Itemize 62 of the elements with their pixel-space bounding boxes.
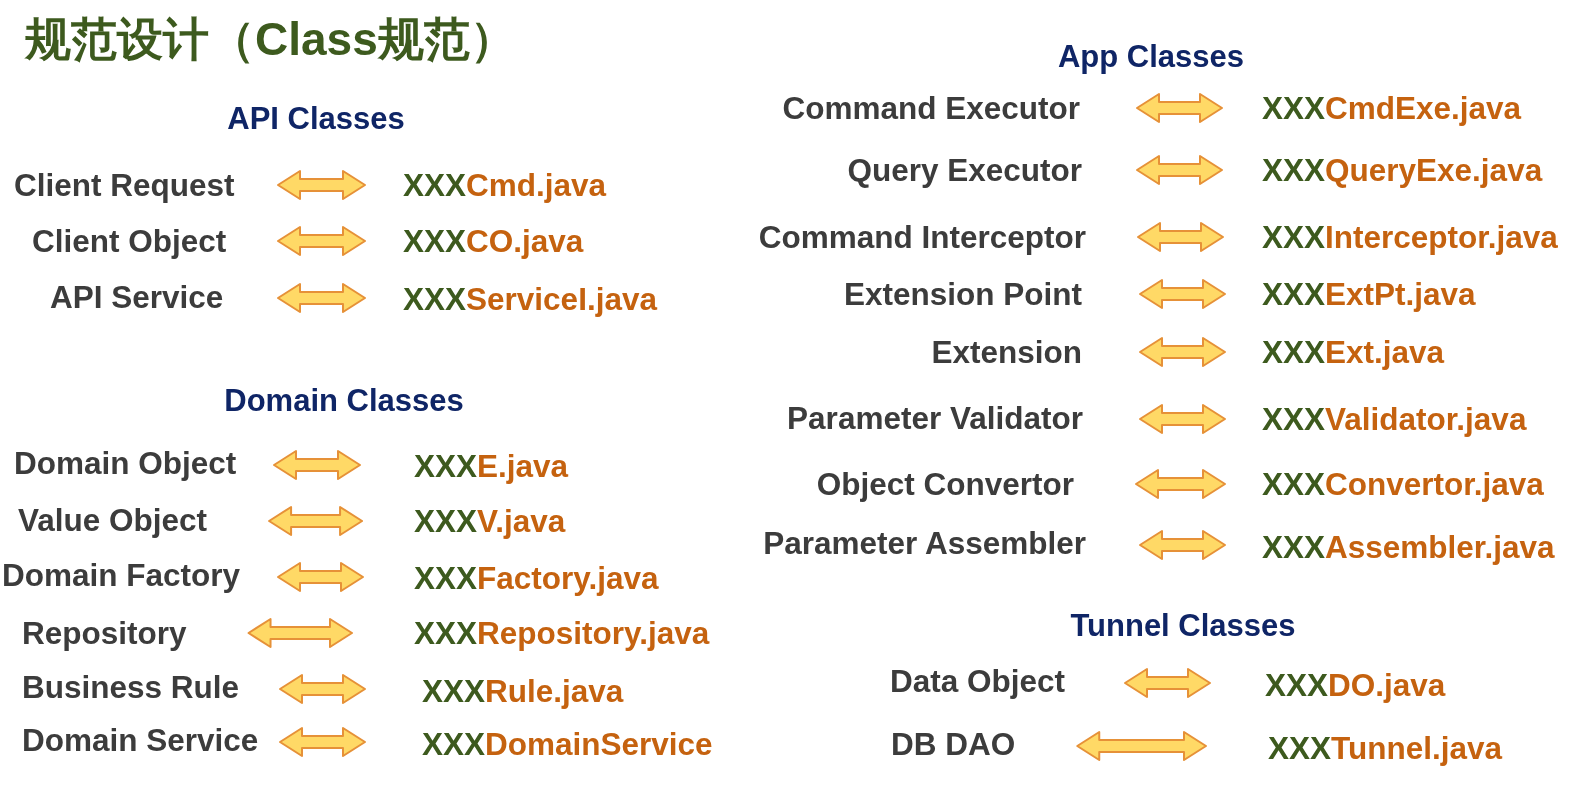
class-term: API Service <box>50 279 224 315</box>
section-heading: App Classes <box>1057 39 1245 75</box>
double-arrow <box>277 562 364 592</box>
class-term: Extension <box>931 334 1082 370</box>
double-arrow <box>1076 731 1207 761</box>
section-heading: API Classes <box>227 101 405 137</box>
class-term: Object Convertor <box>816 466 1074 502</box>
file-name: XXXInterceptor.java <box>1262 219 1558 255</box>
file-name: XXXRule.java <box>422 673 624 709</box>
double-arrow <box>277 283 366 313</box>
file-name: XXXTunnel.java <box>1268 730 1502 766</box>
class-term: Extension Point <box>843 276 1082 312</box>
file-name: XXXExtPt.java <box>1262 276 1476 312</box>
file-name: XXXDomainService <box>422 726 713 762</box>
class-term: Business Rule <box>22 669 240 705</box>
class-term: Parameter Assembler <box>763 525 1086 561</box>
class-term: Domain Service <box>22 722 259 758</box>
file-name: XXXE.java <box>414 448 569 484</box>
file-name: XXXAssembler.java <box>1262 529 1555 565</box>
class-term: Command Interceptor <box>758 219 1086 255</box>
section-heading: Domain Classes <box>224 383 464 419</box>
double-arrow <box>277 226 366 256</box>
class-term: Data Object <box>889 663 1065 699</box>
section-heading: Tunnel Classes <box>1070 608 1296 644</box>
file-name: XXXCmdExe.java <box>1262 90 1522 126</box>
class-term: DB DAO <box>891 726 1016 762</box>
double-arrow <box>1136 155 1223 185</box>
title: 规范设计（Class规范） <box>25 12 516 67</box>
file-name: XXXCmd.java <box>403 167 607 203</box>
class-term: Parameter Validator <box>787 400 1083 436</box>
double-arrow <box>247 618 353 648</box>
double-arrow <box>1135 469 1226 499</box>
double-arrow <box>1136 93 1223 123</box>
file-name: XXXQueryExe.java <box>1262 152 1543 188</box>
class-term: Repository <box>22 615 187 651</box>
double-arrow <box>1137 222 1224 252</box>
double-arrow <box>1139 530 1226 560</box>
double-arrow <box>277 170 366 200</box>
double-arrow <box>1139 337 1226 367</box>
file-name: XXXValidator.java <box>1262 401 1527 437</box>
double-arrow <box>279 674 366 704</box>
class-term: Domain Factory <box>2 557 241 593</box>
double-arrow <box>1124 668 1211 698</box>
double-arrow <box>279 727 366 757</box>
class-term: Domain Object <box>14 445 237 481</box>
class-term: Client Request <box>14 167 235 203</box>
file-name: XXXV.java <box>414 503 566 539</box>
file-name: XXXExt.java <box>1262 334 1445 370</box>
double-arrow <box>273 450 361 480</box>
class-term: Value Object <box>18 502 208 538</box>
file-name: XXXConvertor.java <box>1262 466 1544 502</box>
file-name: XXXRepository.java <box>414 615 710 651</box>
file-name: XXXDO.java <box>1265 667 1446 703</box>
class-term: Query Executor <box>847 152 1082 188</box>
double-arrow <box>1139 279 1226 309</box>
file-name: XXXFactory.java <box>414 560 659 596</box>
class-term: Command Executor <box>782 90 1080 126</box>
class-term: Client Object <box>32 223 227 259</box>
file-name: XXXServiceI.java <box>403 281 657 317</box>
file-name: XXXCO.java <box>403 223 584 259</box>
double-arrow <box>268 506 364 536</box>
double-arrow <box>1139 404 1226 434</box>
